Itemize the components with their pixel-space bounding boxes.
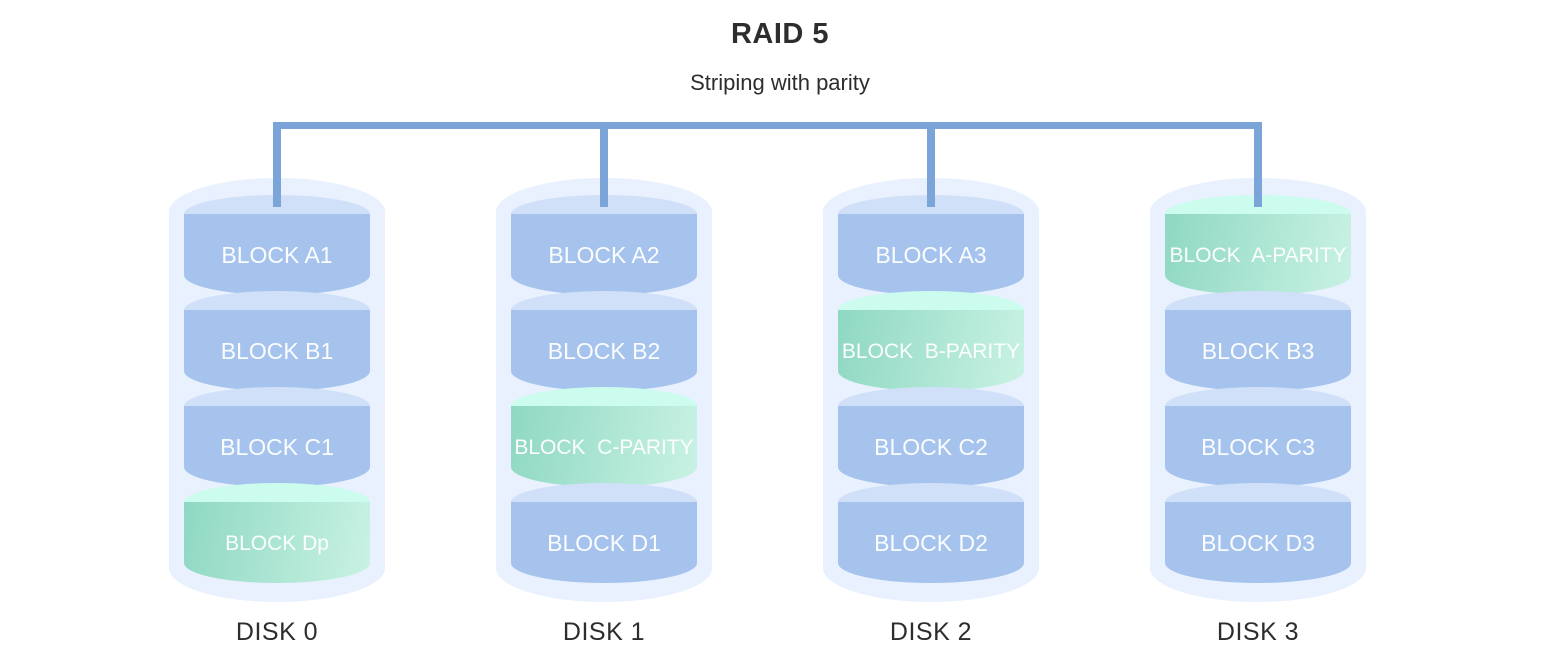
block-label: BLOCK B1 xyxy=(220,338,334,364)
disk2-connector xyxy=(927,122,935,207)
block-label: BLOCK D2 xyxy=(874,530,988,556)
cylinder-body xyxy=(838,406,1024,487)
block-c3: BLOCK C3 xyxy=(1165,387,1351,487)
disk0-block-stack: BLOCK A1 BLOCK B1 BLOCK C1 BLOCK Dp xyxy=(184,195,370,583)
cylinder-body xyxy=(1165,406,1351,487)
block-b2: BLOCK B2 xyxy=(511,291,697,391)
block-c-parity: BLOCK C-PARITY xyxy=(511,387,697,487)
disk0-connector xyxy=(273,122,281,207)
block-a-parity: BLOCK A-PARITY xyxy=(1165,195,1351,295)
cylinder-body xyxy=(1165,214,1351,295)
disk-column-0: BLOCK A1 BLOCK B1 BLOCK C1 BLOCK Dp DISK… xyxy=(169,178,385,661)
disk3-block-stack: BLOCK A-PARITY BLOCK B3 BLOCK C3 BLOCK D… xyxy=(1165,195,1351,583)
block-label: BLOCK D3 xyxy=(1201,530,1315,556)
block-d-parity: BLOCK Dp xyxy=(184,483,370,583)
block-label: BLOCK D1 xyxy=(547,530,661,556)
block-b3: BLOCK B3 xyxy=(1165,291,1351,391)
block-label: BLOCK B3 xyxy=(1201,338,1315,364)
block-c1: BLOCK C1 xyxy=(184,387,370,487)
disk-column-1: BLOCK A2 BLOCK B2 BLOCK C-PARITY BLOCK D… xyxy=(496,178,712,661)
cylinder-body xyxy=(838,502,1024,583)
disk-column-2: BLOCK A3 BLOCK B-PARITY BLOCK C2 BLOCK D… xyxy=(823,178,1039,661)
cylinder-body xyxy=(511,214,697,295)
block-label: BLOCK C1 xyxy=(220,434,334,460)
block-label: BLOCK C3 xyxy=(1201,434,1315,460)
block-b-parity: BLOCK B-PARITY xyxy=(838,291,1024,391)
cylinder-body xyxy=(511,406,697,487)
block-label: BLOCK A3 xyxy=(875,242,987,268)
cylinder-body xyxy=(184,502,370,583)
diagram-subtitle: Striping with parity xyxy=(690,70,870,95)
cylinder-body xyxy=(511,502,697,583)
block-label: BLOCK A2 xyxy=(548,242,660,268)
disk2-label: DISK 2 xyxy=(889,618,973,646)
block-label: BLOCK A1 xyxy=(221,242,333,268)
cylinder-body xyxy=(838,310,1024,391)
cylinder-body xyxy=(1165,502,1351,583)
block-label: BLOCK B-PARITY xyxy=(841,340,1021,363)
bus-line xyxy=(273,122,1262,129)
disk1-label: DISK 1 xyxy=(562,618,646,646)
block-a1: BLOCK A1 xyxy=(184,195,370,295)
block-label: BLOCK C2 xyxy=(874,434,988,460)
cylinder-body xyxy=(184,310,370,391)
cylinder-body xyxy=(838,214,1024,295)
diagram-title: RAID 5 xyxy=(730,18,830,50)
cylinder-body xyxy=(1165,310,1351,391)
cylinder-body xyxy=(184,214,370,295)
disk1-connector xyxy=(600,122,608,207)
cylinder-body xyxy=(511,310,697,391)
cylinder-body xyxy=(184,406,370,487)
disk1-block-stack: BLOCK A2 BLOCK B2 BLOCK C-PARITY BLOCK D… xyxy=(511,195,697,583)
disk3-connector xyxy=(1254,122,1262,207)
block-d1: BLOCK D1 xyxy=(511,483,697,583)
block-label: BLOCK C-PARITY xyxy=(514,436,694,459)
disk-column-3: BLOCK A-PARITY BLOCK B3 BLOCK C3 BLOCK D… xyxy=(1150,178,1366,661)
block-a2: BLOCK A2 xyxy=(511,195,697,295)
block-label: BLOCK A-PARITY xyxy=(1169,244,1347,267)
disk0-label: DISK 0 xyxy=(235,618,319,646)
block-label: BLOCK B2 xyxy=(547,338,661,364)
disk2-block-stack: BLOCK A3 BLOCK B-PARITY BLOCK C2 BLOCK D… xyxy=(838,195,1024,583)
block-d3: BLOCK D3 xyxy=(1165,483,1351,583)
block-label: BLOCK Dp xyxy=(225,532,329,555)
block-b1: BLOCK B1 xyxy=(184,291,370,391)
disk3-label: DISK 3 xyxy=(1216,618,1300,646)
block-c2: BLOCK C2 xyxy=(838,387,1024,487)
block-d2: BLOCK D2 xyxy=(838,483,1024,583)
block-a3: BLOCK A3 xyxy=(838,195,1024,295)
